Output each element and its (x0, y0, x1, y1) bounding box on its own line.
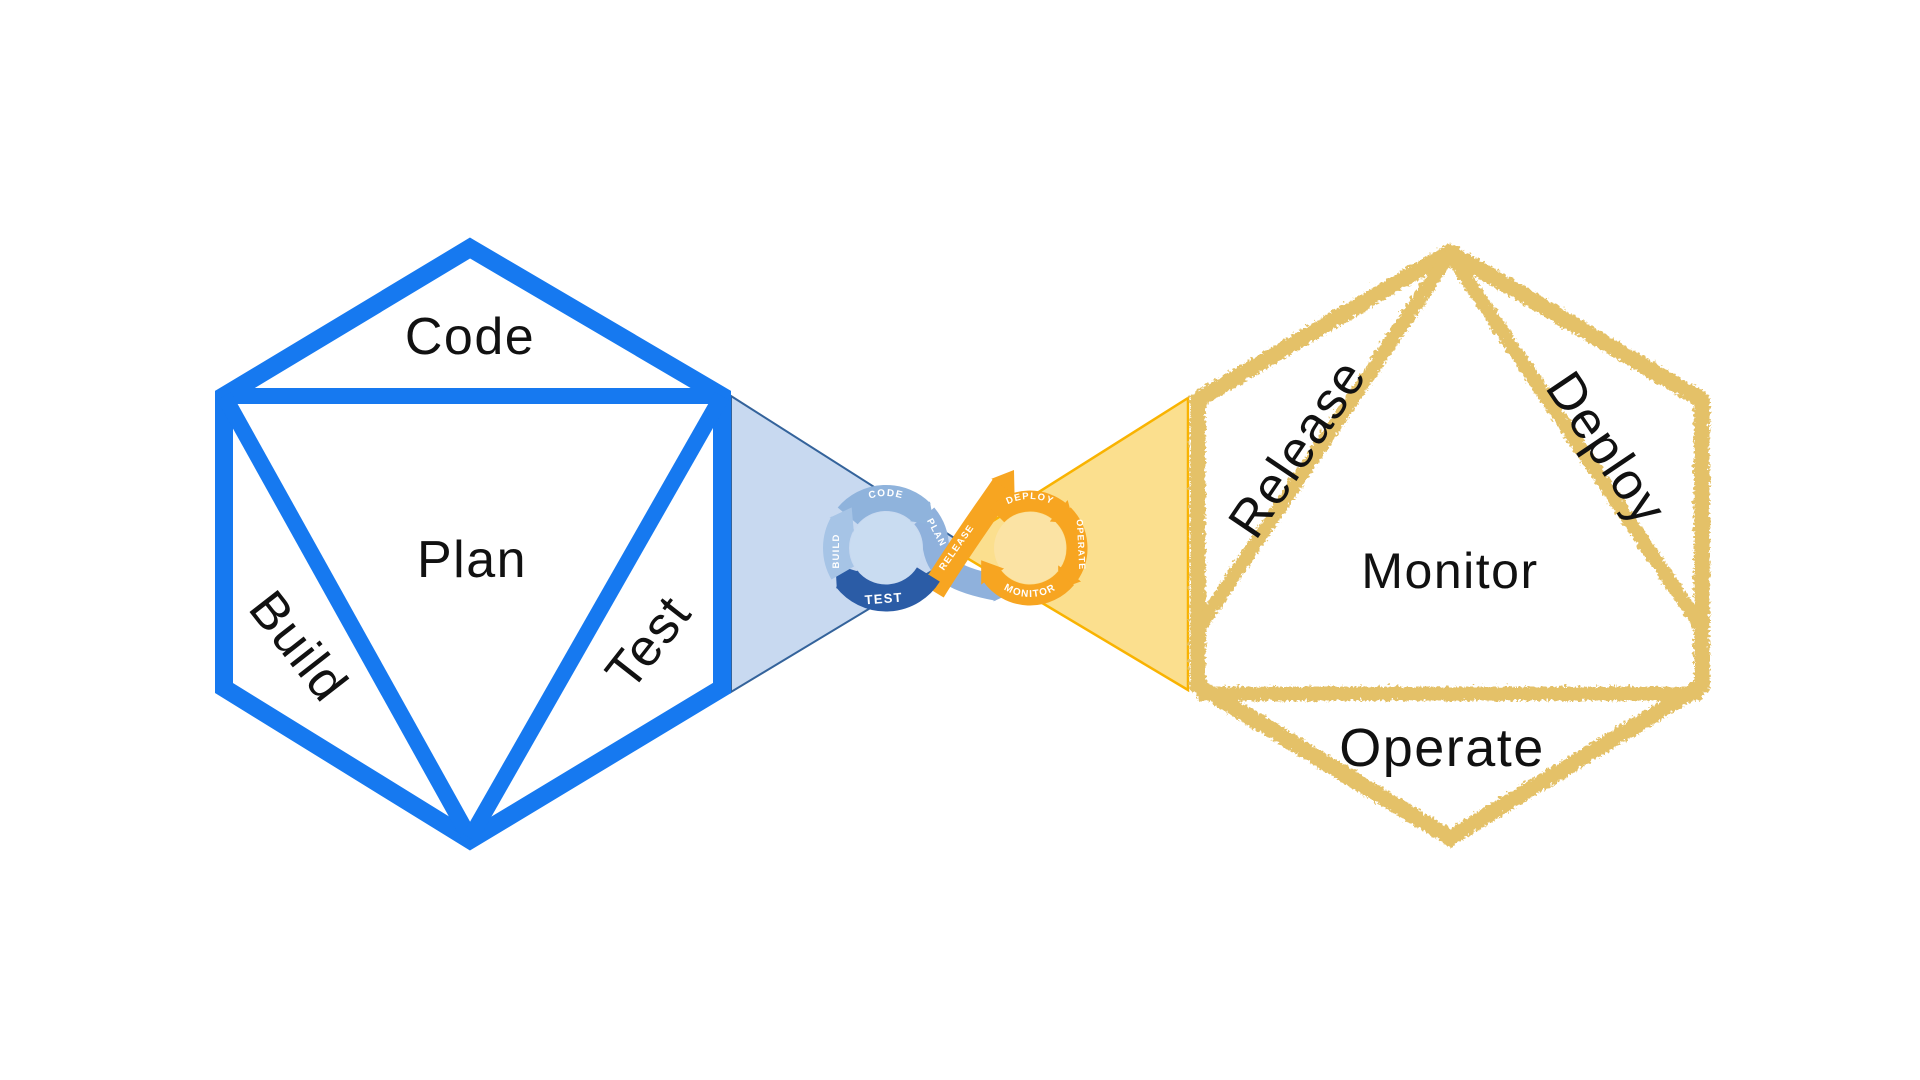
loop-label-deploy: DEPLOY (1005, 491, 1056, 507)
loop-test-segment (835, 564, 940, 612)
right-hexagon-diagonal-right (1442, 248, 1703, 626)
loop-plan-segment (913, 507, 1016, 602)
right-hexagon-diagonal-left (1194, 248, 1454, 626)
label-operate: Operate (1339, 718, 1545, 778)
left-hexagon-group (215, 237, 731, 851)
loop-release-ribbon (922, 470, 1015, 598)
loop-label-operate: OPERATE (1075, 519, 1088, 571)
label-plan: Plan (417, 531, 527, 589)
loop-label-test: TEST (864, 590, 903, 608)
right-ring-disc (994, 512, 1066, 584)
loop-monitor-segment (981, 560, 1075, 606)
loop-label-build: BUILD (831, 533, 842, 568)
label-monitor: Monitor (1361, 543, 1538, 599)
loop-deploy-segment (989, 490, 1075, 524)
label-code: Code (405, 308, 535, 366)
left-hexagon-diagonal-left (217, 392, 477, 842)
label-deploy: Deploy (1534, 362, 1678, 536)
loop-build-segment (823, 507, 855, 580)
loop-operate-segment (1055, 507, 1088, 590)
loop-code-segment (837, 484, 935, 526)
right-hexagon-group (1188, 240, 1708, 846)
left-ring-disc (850, 512, 922, 584)
infinity-loop: CODE PLAN BUILD TEST RELEASE DEPLOY OPER… (823, 470, 1088, 612)
left-hexagon-diagonal-right (463, 392, 729, 842)
right-hexagon-outline (1188, 240, 1708, 846)
